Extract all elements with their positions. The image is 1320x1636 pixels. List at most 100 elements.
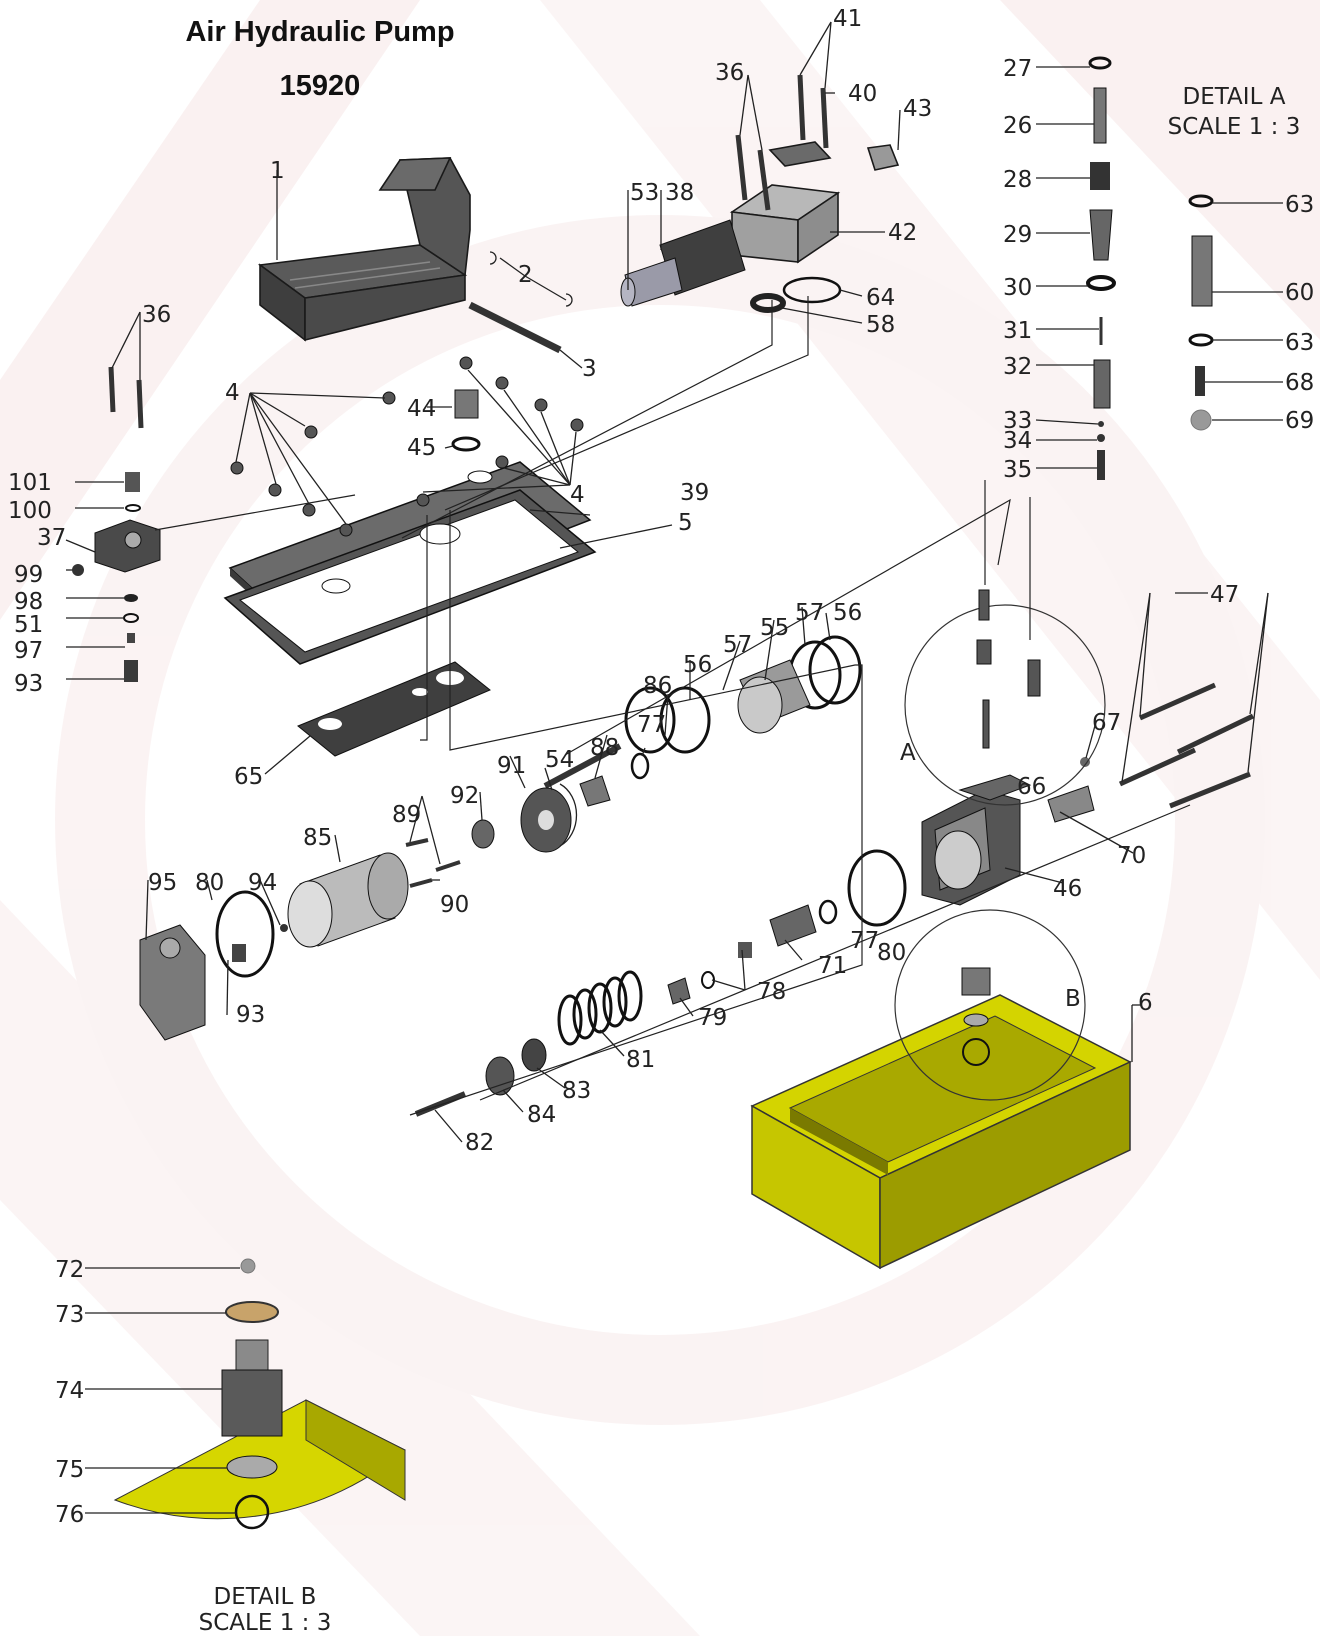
callout-41: 41 bbox=[833, 6, 862, 32]
top-plate bbox=[223, 461, 597, 665]
callout-39: 39 bbox=[680, 480, 709, 506]
callout-90: 90 bbox=[440, 892, 469, 918]
callout-6: 6 bbox=[1138, 990, 1153, 1016]
callout-85: 85 bbox=[303, 825, 332, 851]
callout-80: 80 bbox=[195, 870, 224, 896]
detail-a-caption-line1: DETAIL A bbox=[1183, 84, 1286, 110]
callout-32: 32 bbox=[1003, 354, 1032, 380]
callout-28: 28 bbox=[1003, 167, 1032, 193]
callout-71: 71 bbox=[818, 953, 847, 979]
detail-a-parts bbox=[1086, 56, 1214, 480]
callout-63b: 63 bbox=[1285, 330, 1314, 356]
piston-assembly bbox=[471, 635, 862, 853]
callout-58: 58 bbox=[866, 312, 895, 338]
callout-79: 79 bbox=[698, 1005, 727, 1031]
page-title: Air Hydraulic Pump bbox=[185, 16, 455, 48]
callout-86: 86 bbox=[643, 673, 672, 699]
view-marker-a: A bbox=[900, 740, 916, 766]
callout-56b: 56 bbox=[833, 600, 862, 626]
callout-29: 29 bbox=[1003, 222, 1032, 248]
detail-a-region bbox=[904, 589, 1106, 806]
callout-42: 42 bbox=[888, 220, 917, 246]
callout-44: 44 bbox=[407, 396, 436, 422]
callout-35: 35 bbox=[1003, 457, 1032, 483]
callout-37: 37 bbox=[37, 525, 66, 551]
callout-57: 57 bbox=[723, 632, 752, 658]
detail-b-caption-line1: DETAIL B bbox=[214, 1584, 317, 1610]
end-cap-95 bbox=[139, 890, 288, 1041]
callout-63: 63 bbox=[1285, 192, 1314, 218]
callout-64: 64 bbox=[866, 285, 895, 311]
callout-43: 43 bbox=[903, 96, 932, 122]
callout-labels: 1 2 3 4 4 5 6 26 27 28 29 30 31 32 33 34… bbox=[8, 6, 1314, 1528]
callout-82: 82 bbox=[465, 1130, 494, 1156]
callout-95: 95 bbox=[148, 870, 177, 896]
detail-captions: A B DETAIL A SCALE 1 : 3 DETAIL B SCALE … bbox=[199, 84, 1301, 1636]
callout-78: 78 bbox=[757, 979, 786, 1005]
callout-1: 1 bbox=[270, 158, 285, 184]
callout-46: 46 bbox=[1053, 876, 1082, 902]
callout-77b: 77 bbox=[850, 928, 879, 954]
callout-98: 98 bbox=[14, 589, 43, 615]
screws-89-90 bbox=[405, 838, 461, 888]
callout-93: 93 bbox=[14, 671, 43, 697]
view-marker-b: B bbox=[1065, 986, 1081, 1012]
callout-94: 94 bbox=[248, 870, 277, 896]
callout-93b: 93 bbox=[236, 1002, 265, 1028]
callout-76: 76 bbox=[55, 1502, 84, 1528]
callout-88: 88 bbox=[590, 735, 619, 761]
pivot-pin bbox=[468, 251, 573, 354]
callout-55: 55 bbox=[760, 615, 789, 641]
callout-68: 68 bbox=[1285, 370, 1314, 396]
air-cylinder bbox=[620, 219, 746, 307]
callout-4b: 4 bbox=[570, 482, 585, 508]
gasket-65 bbox=[297, 661, 491, 757]
valve-block bbox=[729, 141, 900, 264]
detail-b-enlarged bbox=[113, 1258, 406, 1530]
callout-74: 74 bbox=[55, 1378, 84, 1404]
callout-34: 34 bbox=[1003, 428, 1032, 454]
valve-bolts bbox=[735, 74, 829, 211]
callout-36: 36 bbox=[142, 302, 171, 328]
callout-101: 101 bbox=[8, 470, 52, 496]
pump-body-46 bbox=[847, 757, 1095, 927]
callout-89: 89 bbox=[392, 802, 421, 828]
callout-38: 38 bbox=[665, 180, 694, 206]
callout-83: 83 bbox=[562, 1078, 591, 1104]
detail-a-caption-line2: SCALE 1 : 3 bbox=[1168, 114, 1301, 140]
callout-99: 99 bbox=[14, 562, 43, 588]
callout-65: 65 bbox=[234, 764, 263, 790]
assembly-paths bbox=[154, 296, 1191, 1116]
callout-72: 72 bbox=[55, 1257, 84, 1283]
callout-77: 77 bbox=[637, 712, 666, 738]
valve-37 bbox=[72, 366, 161, 682]
callout-66: 66 bbox=[1017, 774, 1046, 800]
callout-30: 30 bbox=[1003, 275, 1032, 301]
plate-bolts bbox=[230, 356, 584, 537]
callout-56: 56 bbox=[683, 652, 712, 678]
callout-100: 100 bbox=[8, 498, 52, 524]
spring-assembly bbox=[414, 899, 838, 1117]
callout-27: 27 bbox=[1003, 56, 1032, 82]
callout-91: 91 bbox=[497, 753, 526, 779]
callout-73: 73 bbox=[55, 1302, 84, 1328]
callout-31: 31 bbox=[1003, 318, 1032, 344]
callout-26: 26 bbox=[1003, 113, 1032, 139]
detail-b-region bbox=[894, 909, 1086, 1101]
callout-57b: 57 bbox=[795, 600, 824, 626]
leader-lines bbox=[65, 21, 1283, 1514]
callout-97: 97 bbox=[14, 638, 43, 664]
callout-47: 47 bbox=[1210, 582, 1239, 608]
callout-81: 81 bbox=[626, 1047, 655, 1073]
callout-80b: 80 bbox=[877, 940, 906, 966]
callout-60: 60 bbox=[1285, 280, 1314, 306]
callout-69: 69 bbox=[1285, 408, 1314, 434]
callout-36b: 36 bbox=[715, 60, 744, 86]
callout-40: 40 bbox=[848, 81, 877, 107]
model-number: 15920 bbox=[279, 70, 361, 102]
callout-53: 53 bbox=[630, 180, 659, 206]
plug-44 bbox=[451, 389, 481, 452]
sleeve-85 bbox=[287, 852, 409, 948]
